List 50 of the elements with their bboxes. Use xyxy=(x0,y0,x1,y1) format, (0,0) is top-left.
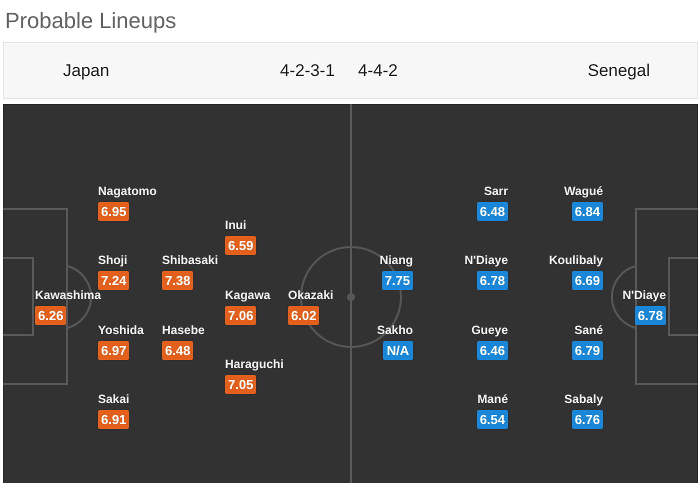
rating-badge: 6.78 xyxy=(634,306,666,325)
rating-badge: 6.91 xyxy=(98,410,130,429)
player-name: Sané xyxy=(574,323,603,338)
player-name: Inui xyxy=(225,218,246,233)
team-name: Senegal xyxy=(588,61,650,81)
rating-badge: 6.54 xyxy=(476,410,508,429)
player-name: Haraguchi xyxy=(225,357,284,372)
rating-badge: 6.76 xyxy=(572,410,603,429)
rating-badge: 6.95 xyxy=(98,202,130,221)
player-name: Sarr xyxy=(484,184,508,199)
rating-badge: 7.24 xyxy=(98,271,130,290)
player-name: N'Diaye xyxy=(464,253,508,268)
rating-badge: 6.02 xyxy=(288,306,320,325)
player-name: Mané xyxy=(477,392,508,407)
rating-badge: 6.84 xyxy=(572,202,603,221)
rating-badge: 6.69 xyxy=(572,271,603,290)
player-name: Nagatomo xyxy=(98,184,157,199)
rating-badge: 6.48 xyxy=(476,202,508,221)
rating-badge: 7.38 xyxy=(162,271,194,290)
team-header-bar xyxy=(3,42,698,99)
player-name: Wagué xyxy=(564,184,603,199)
rating-badge: 7.75 xyxy=(382,271,413,290)
player-name: Kagawa xyxy=(225,288,270,303)
player-name: Sakho xyxy=(376,323,413,338)
player-name: Sakai xyxy=(98,392,130,407)
rating-badge: 6.78 xyxy=(476,271,508,290)
formation-text: 4-4-2 xyxy=(358,61,398,81)
player-name: Sabaly xyxy=(564,392,603,407)
rating-badge: 6.79 xyxy=(572,341,603,360)
formation-text: 4-2-3-1 xyxy=(280,61,335,81)
player-name: Kawashima xyxy=(35,288,102,303)
player-name: Shoji xyxy=(98,253,128,268)
player-name: Koulibaly xyxy=(548,253,603,268)
player-name: Hasebe xyxy=(162,323,205,338)
rating-badge: 7.05 xyxy=(225,375,256,394)
rating-badge: 7.06 xyxy=(225,306,256,325)
rating-badge: 6.26 xyxy=(35,306,66,325)
rating-badge: 6.46 xyxy=(476,341,508,360)
rating-badge: N/A xyxy=(383,341,413,360)
player-name: Shibasaki xyxy=(162,253,218,268)
team-name: Japan xyxy=(63,61,110,81)
player-name: N'Diaye xyxy=(622,288,666,303)
page-title: Probable Lineups xyxy=(5,8,176,34)
rating-badge: 6.59 xyxy=(225,236,256,255)
player-name: Okazaki xyxy=(288,288,334,303)
player-name: Yoshida xyxy=(98,323,144,338)
rating-badge: 6.48 xyxy=(162,341,194,360)
player-name: Gueye xyxy=(471,323,508,338)
player-name: Niang xyxy=(380,253,413,268)
rating-badge: 6.97 xyxy=(98,341,130,360)
